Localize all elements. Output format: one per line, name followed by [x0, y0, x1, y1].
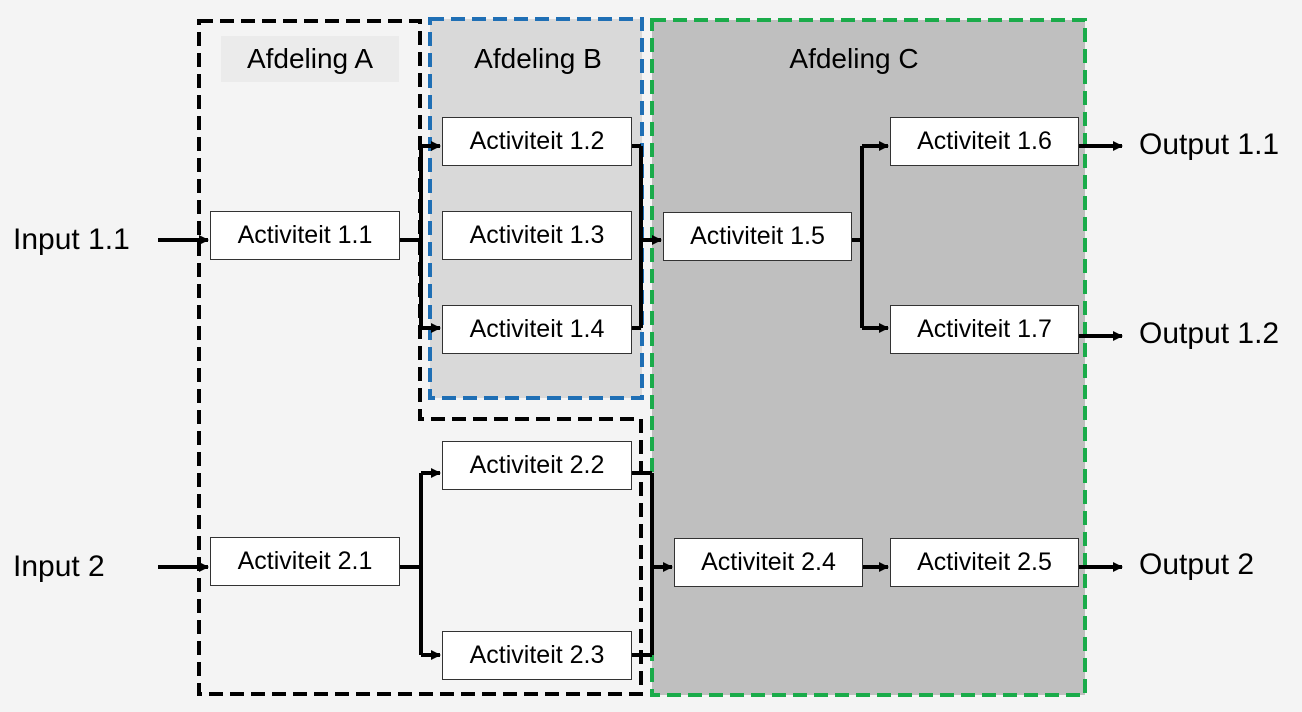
connector-1-1 — [400, 141, 441, 333]
activity-1-7: Activiteit 1.7 — [890, 305, 1079, 354]
output-1-2-label: Output 1.2 — [1139, 317, 1280, 350]
activity-1-2: Activiteit 1.2 — [442, 117, 632, 166]
activity-1-3: Activiteit 1.3 — [442, 211, 632, 260]
afdeling-a-region — [197, 19, 643, 696]
activity-1-1: Activiteit 1.1 — [210, 211, 400, 260]
afdeling-a-label: Afdeling A — [221, 36, 399, 82]
activity-1-6: Activiteit 1.6 — [890, 117, 1079, 166]
input-2-label: Input 2 — [13, 550, 105, 583]
connector-2-1 — [400, 468, 441, 660]
input-1-1-label: Input 1.1 — [13, 223, 130, 256]
activity-2-4: Activiteit 2.4 — [674, 538, 863, 587]
activity-2-5: Activiteit 2.5 — [890, 538, 1079, 587]
activity-2-2: Activiteit 2.2 — [442, 441, 632, 490]
activity-2-1: Activiteit 2.1 — [210, 537, 400, 586]
connector-1-5 — [852, 141, 889, 333]
afdeling-c-label: Afdeling C — [789, 43, 919, 74]
activity-1-4: Activiteit 1.4 — [442, 305, 632, 354]
activity-2-3: Activiteit 2.3 — [442, 631, 632, 680]
output-2-label: Output 2 — [1139, 548, 1255, 581]
connector-2-2-2-3 — [632, 471, 673, 657]
activity-1-5: Activiteit 1.5 — [663, 212, 852, 261]
output-1-1-label: Output 1.1 — [1139, 128, 1280, 161]
afdeling-b-label: Afdeling B — [474, 43, 602, 74]
connector-1-2-1-4 — [632, 144, 662, 330]
